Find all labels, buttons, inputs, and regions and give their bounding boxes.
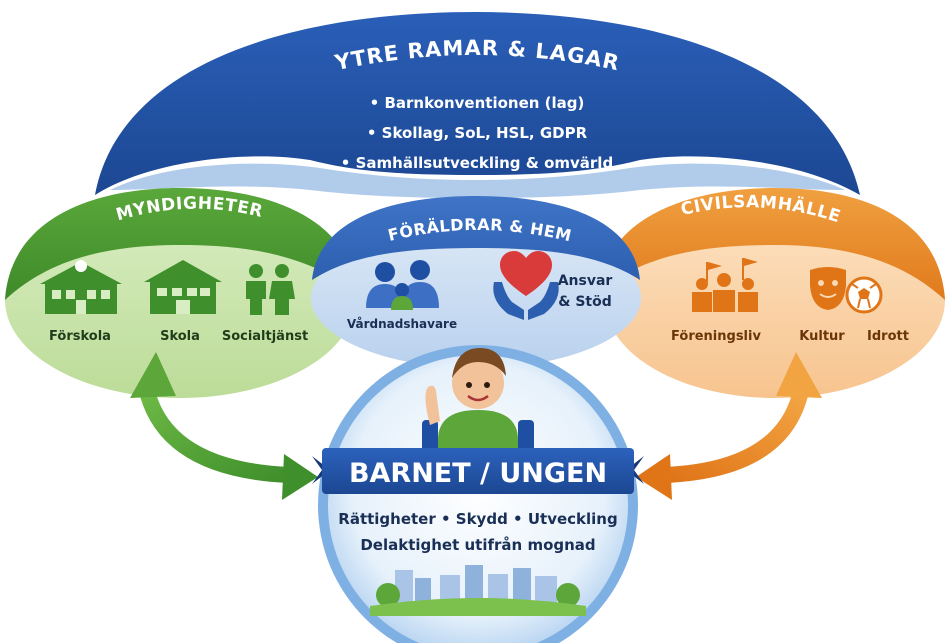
- civilsamhalle-label: Kultur: [799, 329, 845, 344]
- support-label-1: Ansvar: [558, 273, 613, 289]
- child-banner: [312, 448, 644, 494]
- child-illustration: [422, 348, 534, 460]
- myndigheter-label: Skola: [160, 329, 200, 344]
- city-skyline-illustration: [370, 565, 586, 616]
- outer-item: • Samhällsutveckling & omvärld: [341, 154, 613, 172]
- child-line-2: Delaktighet utifrån mognad: [360, 536, 595, 554]
- guardian-label: Vårdnadshavare: [347, 317, 457, 331]
- civilsamhalle-panel: [600, 188, 945, 398]
- civilsamhalle-label: Idrott: [867, 329, 909, 344]
- child-title: BARNET / UNGEN: [349, 458, 607, 489]
- guardians-icon: [366, 260, 439, 310]
- heart-hands-icon: [493, 251, 559, 320]
- football-icon: [845, 276, 883, 314]
- myndigheter-label: Socialtjänst: [222, 329, 308, 344]
- civilsamhalle-label: Föreningsliv: [671, 329, 761, 344]
- green-bidirectional-arrow: [130, 352, 318, 500]
- support-label-2: & Stöd: [558, 294, 612, 310]
- outer-frame: [95, 12, 860, 198]
- child-line-1: Rättigheter • Skydd • Utveckling: [338, 510, 617, 528]
- association-group-icon: [692, 258, 758, 312]
- family-people-icon: [246, 264, 295, 315]
- school-building-icon: [144, 260, 222, 314]
- theater-masks-icon: [810, 267, 846, 310]
- outer-item: • Skollag, SoL, HSL, GDPR: [367, 124, 588, 142]
- outer-item: • Barnkonventionen (lag): [370, 94, 585, 112]
- orange-bidirectional-arrow: [636, 352, 822, 500]
- preschool-building-icon: [40, 260, 122, 314]
- foraldrar-panel: [311, 196, 641, 368]
- myndigheter-label: Förskola: [49, 329, 111, 344]
